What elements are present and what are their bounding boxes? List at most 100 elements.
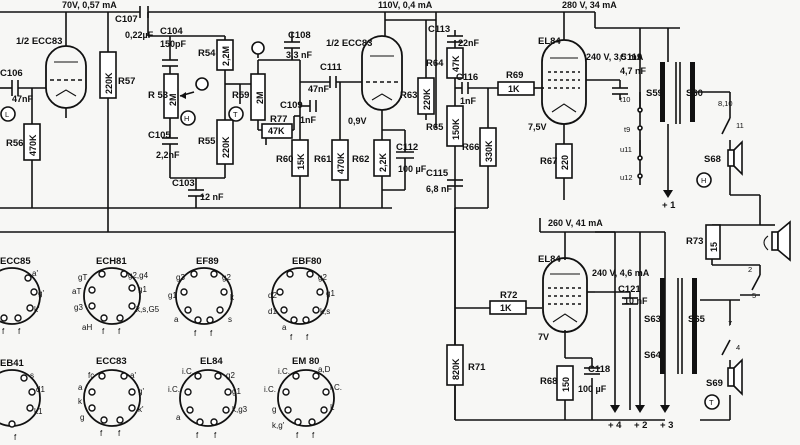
pot-knob-icon: [195, 77, 209, 91]
value-C103: 12 nF: [200, 192, 224, 202]
svg-text:k,g': k,g': [272, 421, 285, 430]
label-C121: C121: [618, 284, 641, 295]
pinout-name-ECC85: ECC85: [0, 256, 31, 267]
svg-text:f: f: [194, 329, 197, 338]
label-C113: C113: [428, 24, 450, 35]
pinout-EF89: EF89 g3 g2 g1 k a s f f: [168, 256, 235, 338]
label-R67: R67: [540, 156, 557, 167]
value-R53: 2M: [168, 93, 178, 106]
pinout-EL84: EL84 i.C. g2 i.C. k,g3 a g1 f f: [168, 356, 248, 440]
resistor-R55: 220K: [216, 119, 234, 165]
label-R68: R68: [540, 376, 557, 387]
resistor-R65: 150K: [446, 105, 464, 147]
value-R65: 150K: [451, 118, 461, 140]
bottom-wiring: [454, 208, 740, 421]
svg-text:a: a: [174, 315, 179, 324]
svg-text:gT: gT: [78, 273, 87, 282]
value-C111: 47nF: [308, 84, 330, 94]
svg-text:f: f: [306, 333, 309, 342]
svg-text:g2: g2: [318, 273, 327, 282]
svg-text:i.C.: i.C.: [168, 385, 180, 394]
svg-text:a': a': [32, 269, 38, 278]
resistor-R61: 470K: [331, 82, 349, 208]
resistor-R69: 1K: [497, 81, 544, 96]
svg-text:s: s: [30, 371, 34, 380]
resistor-R73: 15: [705, 224, 760, 266]
svg-text:k,s,G5: k,s,G5: [136, 305, 160, 314]
label-R65: R65: [426, 122, 444, 133]
capacitor-C103: [188, 189, 204, 208]
label-R63: R63: [400, 90, 417, 101]
svg-text:f: f: [100, 429, 103, 438]
potentiometer-R59: 2M: [250, 41, 266, 121]
label-R72: R72: [500, 290, 517, 301]
capacitor-C111: [329, 76, 362, 88]
output-plus-3: + 3: [660, 420, 673, 431]
value-C106: 47nF: [12, 94, 34, 104]
capacitor-C108: [284, 32, 300, 60]
label-R57: R57: [118, 76, 135, 87]
value-R66: 330K: [484, 140, 494, 162]
tube-label-EL84-bottom: EL84: [538, 254, 561, 265]
resistor-R66: 330K: [455, 88, 497, 209]
pot-knob-icon-2: [251, 41, 265, 55]
svg-text:g2: g2: [222, 273, 231, 282]
tube-label-left: 1/2 ECC83: [16, 36, 62, 47]
svg-text:f: f: [118, 327, 121, 336]
output-plus-2: + 2: [634, 420, 647, 431]
resistor-R56: 470K: [23, 88, 41, 208]
label-C107: C107: [115, 14, 138, 25]
resistor-R77: 47K: [261, 123, 293, 139]
pinout-name-EBF80: EBF80: [292, 256, 322, 267]
value-R61: 470K: [336, 152, 346, 174]
label-C106: C106: [0, 68, 23, 79]
value-C119: 4,7 nF: [620, 66, 647, 76]
capacitor-C109: [300, 100, 317, 112]
capacitor-C115: [447, 179, 463, 187]
svg-text:a: a: [176, 413, 181, 422]
supply-label-1: 70V, 0,57 mA: [62, 0, 117, 10]
label-R53: R 53: [148, 90, 168, 101]
speaker-top: H: [695, 91, 761, 225]
svg-text:f: f: [296, 431, 299, 440]
value-R77: 47K: [268, 126, 285, 136]
svg-text:g3: g3: [74, 303, 83, 312]
pinout-ECC83: ECC83 fc a' a g' k k' g f f: [78, 356, 144, 438]
label-C119: C119: [620, 52, 642, 63]
label-C104: C104: [160, 26, 183, 37]
svg-text:i.C.: i.C.: [330, 383, 342, 392]
svg-text:fc: fc: [88, 371, 94, 380]
pinout-EBF80: EBF80 d2 g2 d1 g1 k,s a f f: [268, 256, 335, 342]
label-C103: C103: [172, 178, 195, 189]
label-R62: R62: [352, 154, 369, 165]
value-C104: 150pF: [160, 39, 187, 49]
resistor-R62: 2,2K: [373, 129, 405, 208]
value-R57: 220K: [104, 72, 114, 94]
supply-label-2: 110V, 0,4 mA: [378, 0, 433, 10]
svg-text:d1: d1: [36, 385, 45, 394]
switch-bank-top: [637, 92, 643, 179]
pinout-ECC85: ECC85 a' g' k' f f: [0, 256, 44, 336]
marker-T: [228, 106, 244, 122]
value-R73: 15: [709, 242, 719, 252]
switch-11: 11: [736, 121, 744, 130]
label-S59: S59: [646, 88, 663, 99]
output-plus-4: + 4: [608, 420, 622, 431]
value-C116: 1nF: [460, 96, 477, 106]
pinout-EB41: EB41 s d1 k1 f: [0, 358, 45, 442]
capacitor-C116: [455, 82, 498, 94]
value-C121: 10 nF: [624, 296, 648, 306]
pinout-name-ECC83: ECC83: [96, 356, 127, 367]
switch-u11: u11: [620, 145, 632, 154]
svg-text:f: f: [14, 433, 17, 442]
capacitor-C118: [584, 367, 600, 375]
svg-text:f: f: [312, 431, 315, 440]
switch-4: 4: [736, 343, 740, 352]
label-R69: R69: [506, 70, 523, 81]
label-C108: C108: [288, 30, 311, 41]
cathode-volt-bottom: 7V: [538, 332, 549, 342]
marker-L-text: L: [5, 110, 9, 119]
svg-text:g1: g1: [232, 387, 241, 396]
tube-EL84-bottom: [542, 257, 595, 333]
capacitor-C113: [447, 30, 463, 43]
